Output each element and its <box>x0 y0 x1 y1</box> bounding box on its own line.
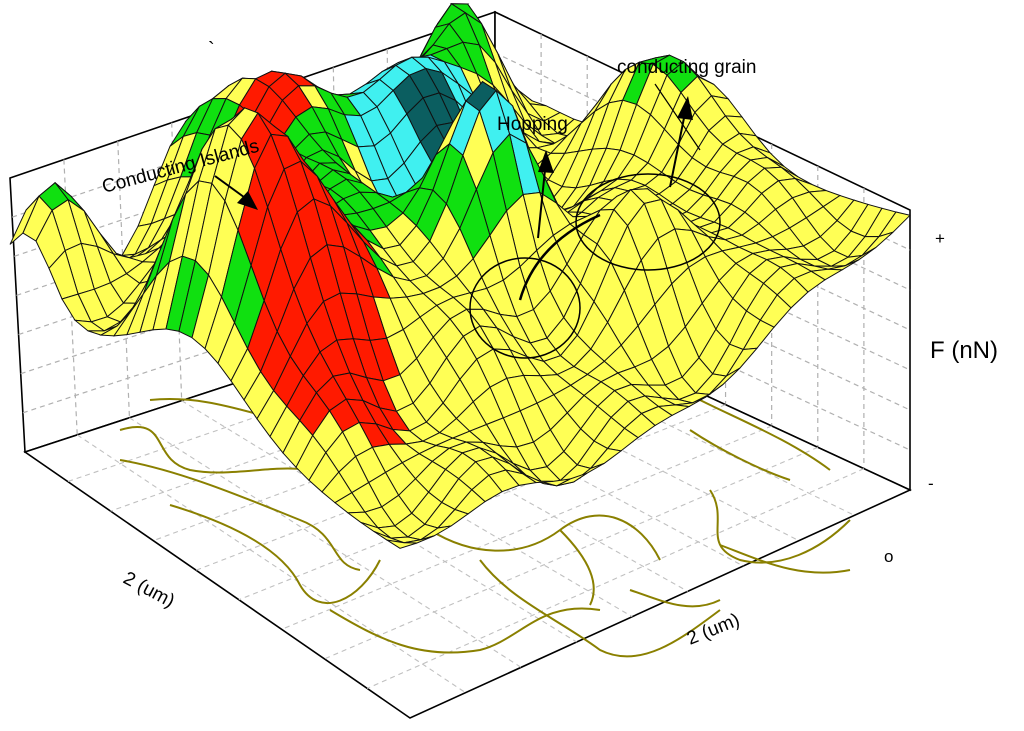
contour-line <box>559 529 595 606</box>
contour-line <box>479 559 721 658</box>
floor-grid-line <box>129 417 522 668</box>
contour-line <box>709 489 851 564</box>
z-tick-top: + <box>935 229 945 248</box>
islands-arrow-line <box>214 175 249 201</box>
hopping-circle <box>469 257 581 359</box>
z-axis-label: F (nN) <box>930 337 998 364</box>
grain-leader-line <box>654 83 701 151</box>
annotation-grain: conducting grain <box>617 57 756 78</box>
hopping-path <box>518 213 601 301</box>
annotations <box>214 83 721 359</box>
back-tick: ` <box>208 39 215 61</box>
grain-arrow-head <box>677 96 693 120</box>
contour-line <box>169 504 381 604</box>
z-tick-bottom: - <box>928 474 934 493</box>
contour-line <box>119 459 361 571</box>
contour-line <box>699 399 831 471</box>
surface-mesh <box>9 3 911 549</box>
annotation-hopping: Hopping <box>497 114 568 135</box>
grain-arrow-line <box>669 117 685 188</box>
contour-line <box>719 544 851 574</box>
contour-line <box>329 607 601 654</box>
grain-circle <box>575 173 721 271</box>
origin-tick: o <box>884 547 893 566</box>
floor-contours <box>119 398 851 658</box>
contour-line <box>629 589 721 608</box>
hopping-arrow-head <box>538 150 554 173</box>
contour-line <box>119 426 331 481</box>
contour-line <box>429 514 661 561</box>
surface-cell <box>386 539 418 549</box>
floor-grid-line <box>281 425 772 630</box>
islands-arrow-head <box>237 191 258 210</box>
x-axis-label: 2 (um) <box>120 568 178 612</box>
hopping-arrow-line <box>537 169 546 239</box>
contour-line <box>689 429 791 481</box>
floor-grid-line <box>76 434 466 694</box>
